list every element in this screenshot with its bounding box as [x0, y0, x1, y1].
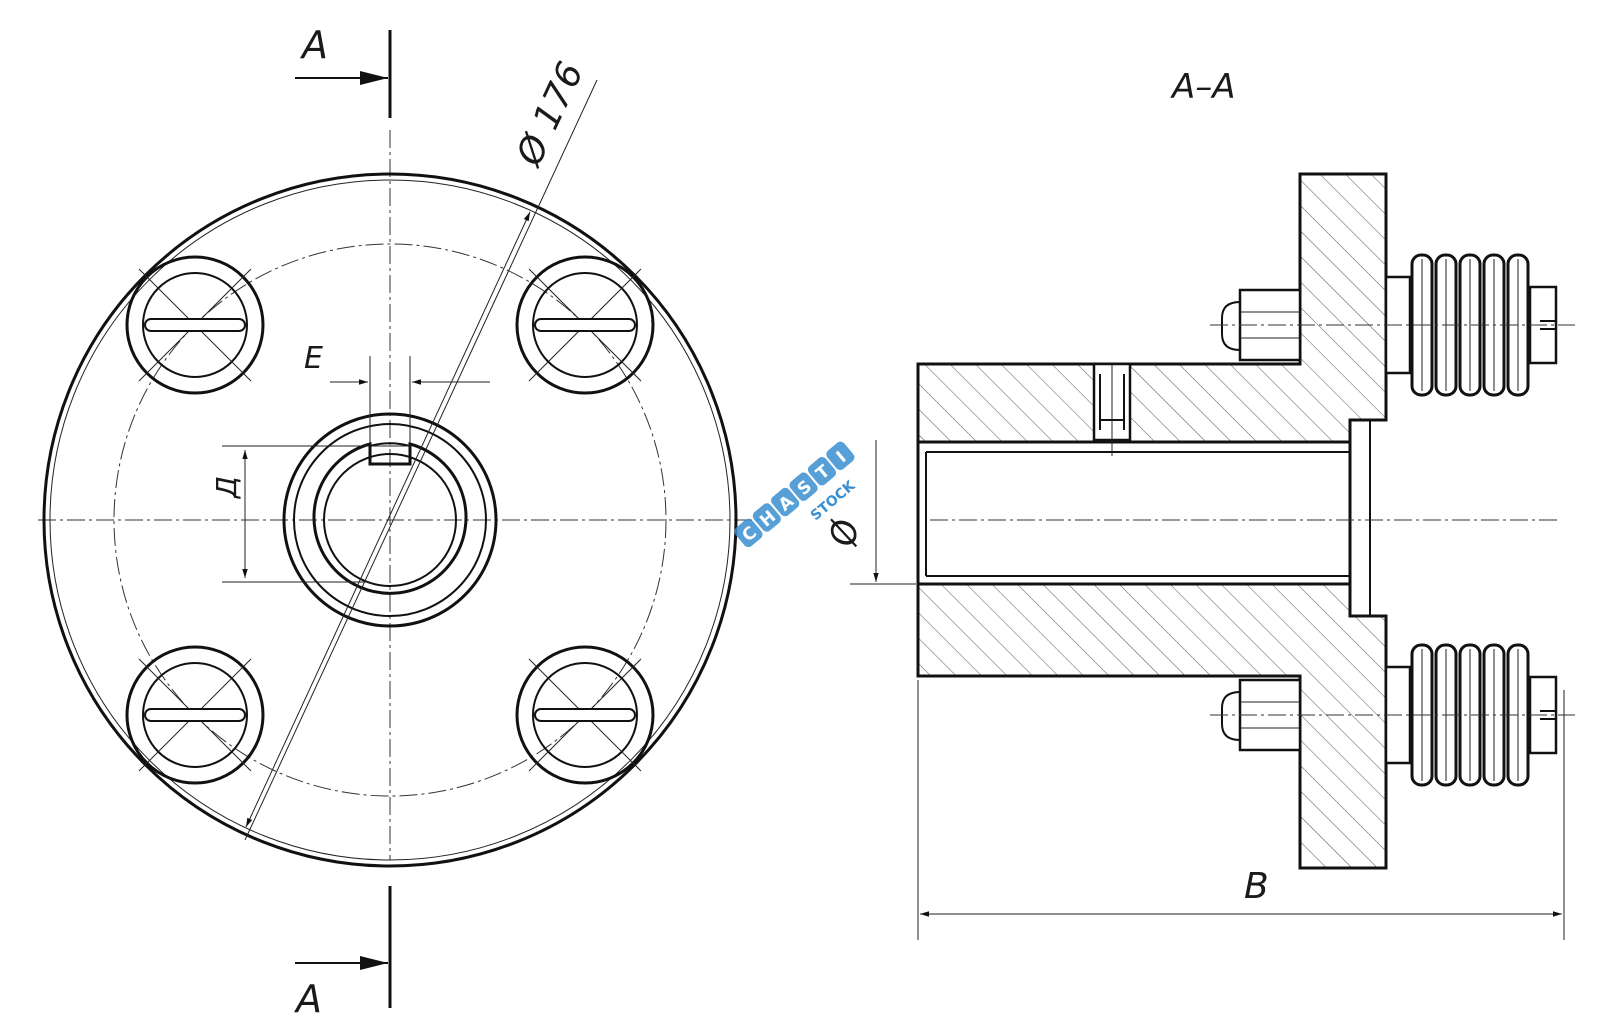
- watermark-letter: H: [752, 503, 781, 532]
- bolt-head: [125, 255, 265, 395]
- diameter-dimension-label: Ø 176: [508, 56, 592, 173]
- keyway-width-label: E: [304, 341, 323, 376]
- bolt-head: [125, 645, 265, 785]
- section-title: A–A: [1170, 67, 1236, 107]
- flange-outer-circle-inner: [49, 179, 731, 861]
- set-screw: [1092, 362, 1132, 456]
- watermark-letter: I: [826, 441, 855, 471]
- bore-diameter-label: Ø: [825, 518, 865, 548]
- section-mark-bottom-label: A: [293, 977, 322, 1021]
- section-mark-top-label: A: [299, 23, 328, 67]
- front-view: [38, 130, 760, 868]
- bore-diameter-dimension: Ø: [825, 440, 916, 585]
- flange-outer-circle: [42, 172, 738, 868]
- hub-wall-upper: [916, 172, 1388, 444]
- key-depth-label: Д: [210, 476, 243, 500]
- section-marks: A A: [293, 23, 392, 1021]
- length-dimension: B: [917, 680, 1565, 940]
- section-view: A–A: [916, 67, 1575, 870]
- watermark-letter: C: [734, 518, 763, 548]
- watermark-letter: S: [789, 472, 818, 501]
- bore-counterbore: [1349, 419, 1371, 617]
- key-depth-dimension: Д: [210, 445, 410, 583]
- watermark-letter: T: [807, 457, 837, 486]
- watermark-letter: A: [771, 487, 800, 517]
- hub-wall-lower: [916, 582, 1388, 870]
- diameter-dimension: Ø 176: [244, 56, 598, 841]
- bolt-head: [515, 255, 655, 395]
- keyway-width-dimension: E: [304, 341, 490, 444]
- bolt-head: [515, 645, 655, 785]
- bore-section: [916, 440, 1352, 586]
- length-label: B: [1244, 866, 1269, 907]
